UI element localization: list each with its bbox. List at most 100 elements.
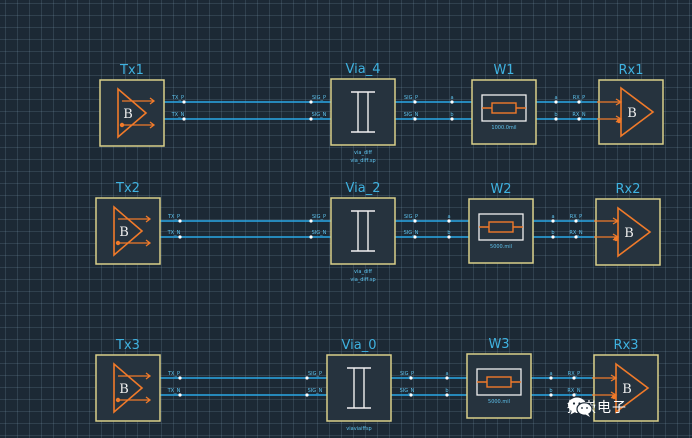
connection-dot bbox=[572, 393, 576, 397]
receiver-triangle-icon bbox=[620, 86, 655, 138]
connection-dot bbox=[450, 100, 454, 104]
connection-dot bbox=[450, 117, 454, 121]
wire-block[interactable] bbox=[471, 79, 537, 145]
tx-title: Tx2 bbox=[115, 181, 140, 196]
rx-letter: B bbox=[627, 106, 637, 121]
via-title: Via_0 bbox=[342, 338, 377, 353]
input-arrow-icon bbox=[597, 98, 623, 106]
via-pin-left-label: SIG_P bbox=[312, 95, 326, 101]
connection-dot bbox=[182, 100, 186, 104]
tx-title: Tx1 bbox=[119, 63, 144, 78]
via-pin-right-label: SIG_P bbox=[400, 371, 414, 377]
wire-pin-right-label: b bbox=[551, 230, 554, 236]
pin-dot bbox=[119, 122, 125, 128]
connection-dot bbox=[447, 235, 451, 239]
rx-title: Rx1 bbox=[619, 63, 644, 78]
via-pin-right-label: SIG_N bbox=[404, 112, 419, 118]
pin-dot bbox=[613, 236, 619, 242]
wire-title: W1 bbox=[493, 63, 514, 78]
wire-title: W2 bbox=[490, 182, 511, 197]
via-title: Via_4 bbox=[346, 62, 381, 77]
wire-pin-right-label: a bbox=[549, 371, 552, 377]
wire-pin-left-label: a bbox=[450, 95, 453, 101]
via-symbol-icon bbox=[351, 210, 375, 252]
connection-dot bbox=[178, 235, 182, 239]
pin-dot bbox=[115, 240, 121, 246]
via-sub-label: via_diff.sp bbox=[350, 158, 375, 164]
connection-dot bbox=[549, 393, 553, 397]
wire-pin-left-label: a bbox=[445, 371, 448, 377]
via-block[interactable] bbox=[330, 197, 396, 265]
tx-title: Tx3 bbox=[115, 338, 140, 353]
input-arrow-icon bbox=[592, 374, 618, 382]
rx-pin-label: RX_N bbox=[572, 112, 585, 118]
wire-length-label: 1000.0mil bbox=[491, 125, 516, 131]
via-symbol-icon bbox=[351, 91, 375, 133]
via-pin-right-label: SIG_N bbox=[404, 230, 419, 236]
rx-pin-label: RX_P bbox=[570, 214, 582, 220]
via-pin-left-label: SIG_P bbox=[308, 371, 322, 377]
receiver-triangle-icon bbox=[615, 362, 650, 414]
connection-dot bbox=[413, 117, 417, 121]
wire-length-label: 5000.mil bbox=[488, 399, 510, 405]
connection-dot bbox=[554, 100, 558, 104]
wire-length-label: 5000.mil bbox=[490, 244, 512, 250]
rx-pin-label: RX_N bbox=[569, 230, 582, 236]
tx-pin-label: TX_N bbox=[167, 388, 181, 394]
connection-dot bbox=[178, 376, 182, 380]
connection-dot bbox=[309, 235, 313, 239]
connection-dot bbox=[413, 235, 417, 239]
connection-dot bbox=[577, 117, 581, 121]
wechat-icon bbox=[568, 397, 593, 417]
wire-block[interactable] bbox=[466, 353, 532, 419]
tx-pin-label: TX_N bbox=[167, 230, 181, 236]
wire-pin-left-label: b bbox=[450, 112, 453, 118]
via-pin-left-label: SIG_N bbox=[308, 388, 323, 394]
input-arrow-icon bbox=[594, 217, 620, 225]
output-arrow-icon bbox=[118, 396, 152, 404]
wire-pin-right-label: a bbox=[551, 214, 554, 220]
wire-pin-right-label: a bbox=[554, 95, 557, 101]
rx-title: Rx2 bbox=[616, 182, 641, 197]
tx-letter: B bbox=[123, 107, 133, 122]
connection-dot bbox=[551, 219, 555, 223]
connection-dot bbox=[305, 376, 309, 380]
via-pin-left-label: SIG_N bbox=[312, 112, 327, 118]
wire-block[interactable] bbox=[468, 198, 534, 264]
connection-dot bbox=[178, 219, 182, 223]
output-arrow-icon bbox=[118, 372, 152, 380]
connection-dot bbox=[554, 117, 558, 121]
via-pin-right-label: SIG_P bbox=[404, 214, 418, 220]
connection-dot bbox=[309, 219, 313, 223]
pin-dot bbox=[611, 394, 617, 400]
via-block[interactable] bbox=[330, 78, 396, 146]
connection-dot bbox=[577, 100, 581, 104]
via-sub-label: via_diff.sp bbox=[350, 277, 375, 283]
tx-pin-label: TX_N bbox=[171, 112, 185, 118]
connection-dot bbox=[445, 393, 449, 397]
tx-pin-label: TX_P bbox=[167, 214, 180, 220]
tx-letter: B bbox=[119, 225, 129, 240]
rx-pin-label: RX_N bbox=[567, 388, 580, 394]
wire-pin-left-label: a bbox=[447, 214, 450, 220]
via-sub-label: via_diff bbox=[354, 150, 372, 156]
output-arrow-icon bbox=[118, 239, 152, 247]
via-pin-right-label: SIG_P bbox=[404, 95, 418, 101]
connection-dot bbox=[413, 219, 417, 223]
tx-block[interactable] bbox=[95, 354, 161, 422]
connection-dot bbox=[574, 235, 578, 239]
output-arrow-icon bbox=[118, 215, 152, 223]
output-arrow-icon bbox=[122, 121, 156, 129]
tx-block[interactable] bbox=[95, 197, 161, 265]
connection-dot bbox=[574, 219, 578, 223]
connection-dot bbox=[305, 393, 309, 397]
tx-block[interactable] bbox=[99, 79, 165, 147]
rx-pin-label: RX_P bbox=[573, 95, 585, 101]
rx-title: Rx3 bbox=[614, 338, 639, 353]
wire-pin-right-label: b bbox=[554, 112, 557, 118]
connection-dot bbox=[182, 117, 186, 121]
via-block[interactable] bbox=[326, 354, 392, 422]
connection-dot bbox=[549, 376, 553, 380]
via-symbol-icon bbox=[347, 367, 371, 409]
